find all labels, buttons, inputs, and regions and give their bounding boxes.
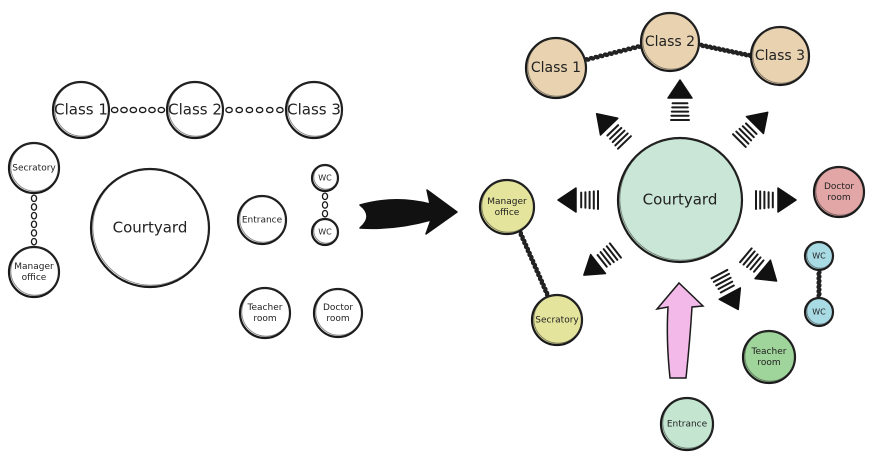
after-manager-label: office [495, 208, 520, 218]
after-node-class2: Class 2 [639, 11, 701, 73]
before-node-class3: Class 3 [284, 80, 344, 140]
connector-class1-class2 [583, 44, 643, 62]
after-teacher-circle [741, 329, 797, 385]
after-class3-label: Class 3 [755, 48, 805, 64]
arrow-to-class1 [595, 112, 632, 150]
connector-class2-class3 [698, 42, 754, 59]
transition-arrow [359, 189, 458, 235]
after-node-wc2: WC [803, 296, 835, 328]
before-teacher-label: room [253, 314, 276, 324]
before-teacher-label: Teacher [247, 303, 283, 313]
before-node-class1: Class 1 [51, 80, 111, 140]
before-secratory-label: Secratory [12, 164, 56, 174]
arrow-to-teacher [710, 268, 742, 311]
after-node-entrance: Entrance [659, 396, 715, 452]
before-manager-label: Manager [14, 262, 54, 272]
before-node-entrance: Entrance [236, 194, 288, 246]
arrow-to-manager [557, 187, 599, 213]
before-node-wc2: WC [310, 217, 340, 247]
after-class2-label: Class 2 [645, 34, 695, 50]
arrow-to-class2 [667, 79, 693, 121]
after-doctor-circle [812, 165, 866, 219]
before-node-courtyard: Courtyard [89, 167, 211, 289]
after-node-class3: Class 3 [749, 25, 811, 87]
arrow-to-secratory [583, 242, 622, 276]
after-entrance-label: Entrance [667, 420, 708, 430]
after-doctor-label: room [827, 193, 850, 203]
before-class1-label: Class 1 [54, 101, 108, 119]
after-wc2-label: WC [812, 308, 826, 317]
before-wc2-label: WC [318, 228, 332, 237]
after-doctor-label: Doctor [824, 182, 854, 192]
connector-class2-class3 [225, 106, 284, 114]
after-secratory-label: Secratory [535, 316, 579, 326]
before-node-class2: Class 2 [165, 80, 225, 140]
arrow-to-class3 [732, 111, 769, 148]
after-teacher-label: room [757, 358, 780, 368]
entrance-arrow [655, 281, 705, 379]
connector-layer [30, 42, 822, 299]
before-doctor-label: Doctor [323, 303, 353, 313]
before-manager-circle [7, 245, 61, 299]
after-manager-circle [478, 178, 536, 236]
before-class3-label: Class 3 [287, 101, 341, 119]
after-courtyard-label: Courtyard [643, 191, 718, 209]
after-manager-label: Manager [487, 197, 527, 207]
before-node-wc1: WC [310, 163, 340, 193]
before-entrance-label: Entrance [242, 216, 283, 226]
before-node-secratory: Secratory [7, 141, 61, 195]
arrow-to-doctor [755, 187, 797, 213]
after-node-class1: Class 1 [524, 36, 588, 100]
connector-wc-wc [816, 269, 822, 299]
after-teacher-label: Teacher [751, 347, 787, 357]
arrow-layer [359, 79, 797, 379]
before-doctor-circle [312, 287, 364, 339]
after-node-wc1: WC [803, 240, 835, 272]
before-wc1-label: WC [318, 174, 332, 183]
before-doctor-label: room [326, 314, 349, 324]
after-node-secratory: Secratory [530, 293, 584, 347]
connector-secratory-manager [30, 194, 38, 246]
after-node-courtyard: Courtyard [616, 136, 744, 264]
before-teacher-circle [238, 286, 292, 340]
before-manager-label: office [22, 273, 47, 283]
arrow-to-wc [739, 247, 778, 282]
connector-class1-class2 [110, 106, 166, 114]
connector-manager-secratory [518, 230, 550, 298]
after-wc1-label: WC [812, 252, 826, 261]
before-courtyard-label: Courtyard [113, 219, 188, 237]
before-class2-label: Class 2 [168, 101, 222, 119]
after-class1-label: Class 1 [531, 60, 581, 76]
connector-wc-wc [321, 192, 329, 218]
